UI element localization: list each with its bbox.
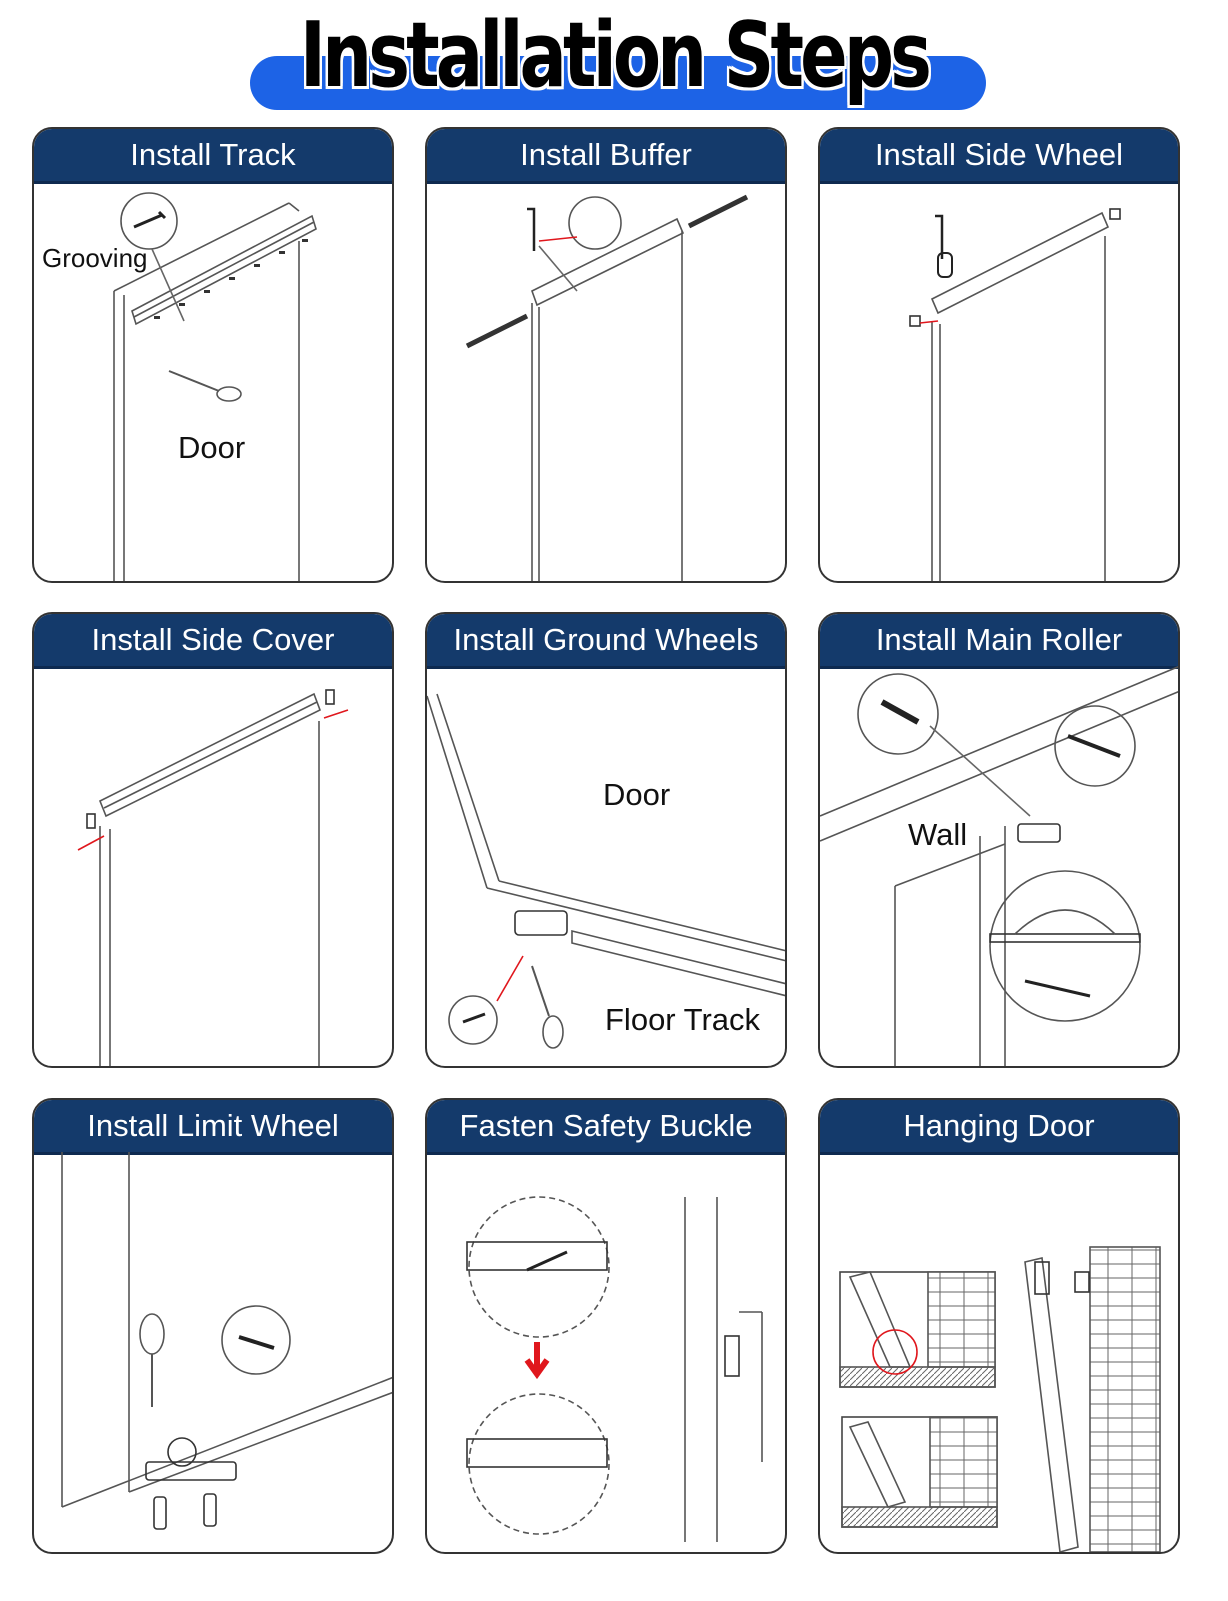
- step-illustration: Wall: [820, 666, 1178, 1066]
- side-cover-right: [325, 689, 335, 705]
- step-illustration: [427, 181, 785, 581]
- step-heading: Install Buffer: [427, 129, 785, 184]
- track-rail: [531, 217, 685, 307]
- door-slab: [531, 231, 683, 581]
- step-install-buffer: Install Buffer: [425, 127, 787, 583]
- down-arrow: [524, 1342, 550, 1380]
- side-cover-left: [86, 813, 96, 829]
- wall-edge: [820, 666, 1178, 1066]
- side-wheel: [937, 252, 953, 278]
- door-edge: [684, 1197, 763, 1542]
- label-wall: Wall: [908, 817, 968, 852]
- hex-key: [935, 214, 944, 259]
- step-illustration: Grooving Door: [34, 181, 392, 581]
- step-heading: Hanging Door: [820, 1100, 1178, 1155]
- buffer-detail-circle: [568, 196, 622, 250]
- step-fasten-safety-buckle: Fasten Safety Buckle: [425, 1098, 787, 1554]
- step-heading: Install Ground Wheels: [427, 614, 785, 669]
- step-illustration: [34, 666, 392, 1066]
- title-pill: [250, 56, 986, 110]
- buckle-detail-closed: [468, 1393, 610, 1535]
- hanging-door: [1024, 1257, 1079, 1552]
- step-illustration: [427, 1152, 785, 1552]
- bolt-detail-circle: [857, 673, 939, 755]
- step-install-track: Install Track: [32, 127, 394, 583]
- title-banner: Installation Steps: [0, 0, 1228, 118]
- screw-detail-circle: [120, 192, 178, 250]
- detail-top: [839, 1271, 996, 1388]
- step-install-limit-wheel: Install Limit Wheel: [32, 1098, 394, 1554]
- screwdriver: [531, 965, 564, 1049]
- screwdriver: [139, 1313, 165, 1407]
- floor-track: [571, 929, 785, 997]
- label-grooving: Grooving: [42, 243, 148, 273]
- step-install-main-roller: Install Main Roller Wall: [818, 612, 1180, 1068]
- track-rail: [131, 214, 317, 326]
- roller-detail-circle: [989, 870, 1141, 1022]
- step-install-side-wheel: Install Side Wheel: [818, 127, 1180, 583]
- limit-wheel: [145, 1437, 237, 1481]
- buckle-detail-open: [468, 1196, 610, 1338]
- door-slab-tilted: [427, 693, 785, 962]
- label-floor-track: Floor Track: [605, 1002, 761, 1037]
- door-slab: [931, 236, 1106, 581]
- step-heading: Install Side Wheel: [820, 129, 1178, 184]
- screw-holes: [154, 239, 308, 319]
- track-rail: [98, 692, 322, 818]
- ground-wheel: [514, 910, 568, 936]
- track-rail: [930, 211, 1110, 315]
- label-door: Door: [178, 430, 246, 465]
- step-install-side-cover: Install Side Cover: [32, 612, 394, 1068]
- page-title: Installation Steps: [299, 3, 932, 108]
- anchor-plugs: [153, 1493, 217, 1530]
- step-heading: Install Side Cover: [34, 614, 392, 669]
- step-illustration: [34, 1152, 392, 1552]
- buffer-rod-left: [465, 313, 529, 349]
- screw-detail-circle: [1054, 705, 1136, 787]
- buckle-hardware: [724, 1335, 740, 1377]
- step-heading: Fasten Safety Buckle: [427, 1100, 785, 1155]
- label-door: Door: [603, 777, 671, 812]
- brick-wall: [1089, 1246, 1161, 1552]
- hex-key: [527, 207, 536, 251]
- door-slab: [113, 202, 300, 581]
- step-illustration: Door Floor Track: [427, 666, 785, 1066]
- step-install-ground-wheels: Install Ground Wheels Door Floor Track: [425, 612, 787, 1068]
- step-hanging-door: Hanging Door: [818, 1098, 1180, 1554]
- door-slab: [61, 1152, 392, 1508]
- screwdriver: [168, 370, 242, 402]
- step-illustration: [820, 181, 1178, 581]
- detail-bottom: [841, 1416, 998, 1528]
- main-roller: [1017, 823, 1061, 843]
- step-heading: Install Limit Wheel: [34, 1100, 392, 1155]
- step-illustration: [820, 1152, 1178, 1552]
- step-heading: Install Main Roller: [820, 614, 1178, 669]
- step-heading: Install Track: [34, 129, 392, 184]
- screw-detail-circle: [448, 995, 498, 1045]
- buffer-rod-right: [687, 194, 749, 229]
- door-slab: [99, 721, 320, 1066]
- screw-detail-circle: [221, 1305, 291, 1375]
